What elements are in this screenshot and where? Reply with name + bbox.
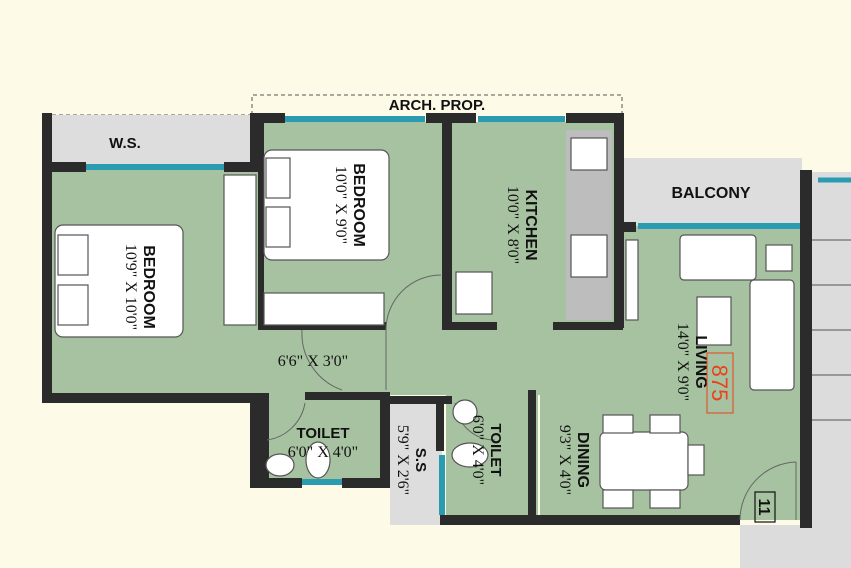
- chair-icon: [687, 444, 705, 476]
- bedroom2-name: BEDROOM: [350, 163, 367, 247]
- living-name: LIVING: [692, 335, 709, 388]
- chair-icon: [602, 489, 634, 509]
- lamp-icon: [765, 244, 793, 272]
- unit-number-box: [754, 491, 776, 523]
- area-value: 875: [707, 365, 732, 402]
- walls: [42, 113, 812, 528]
- bedroom2-label-group: BEDROOM 10'0" X 9'0": [332, 163, 367, 247]
- dining-size: 9'3" X 4'0": [556, 425, 573, 495]
- washbasin-icon: [265, 453, 295, 477]
- living-label-group: LIVING 14'0" X 9'0": [674, 323, 709, 401]
- tv-unit: [625, 239, 639, 321]
- pillow-icon: [57, 234, 89, 276]
- sofa-3seat: [749, 279, 795, 391]
- bedroom1-name: BEDROOM: [140, 245, 157, 329]
- wardrobe-2: [263, 292, 385, 326]
- ss-name: S.S: [412, 448, 429, 472]
- toilet1-size: 6'0" X 4'0": [288, 444, 358, 461]
- dining-table: [599, 431, 689, 491]
- chair-icon: [649, 489, 681, 509]
- unit-number-group: 11: [754, 491, 776, 523]
- unit-number: 11: [755, 499, 772, 516]
- wc-icon: [305, 441, 331, 479]
- toilet2-size: 6'0" X 4'0": [469, 415, 486, 485]
- side-table: [696, 296, 732, 346]
- kitchen-size: 10'0" X 8'0": [504, 186, 521, 264]
- bedroom1-label-group: BEDROOM 10'9" X 10'0": [122, 244, 157, 330]
- passage-size: 6'6" X 3'0": [278, 353, 348, 370]
- pillow-icon: [265, 206, 291, 248]
- fridge-icon: [455, 271, 493, 315]
- bedroom1-size: 10'9" X 10'0": [122, 244, 139, 330]
- living-size: 14'0" X 9'0": [674, 323, 691, 401]
- pillow-icon: [265, 157, 291, 199]
- kitchen-name: KITCHEN: [522, 189, 539, 260]
- wc-icon: [451, 442, 489, 468]
- furniture: [54, 137, 795, 509]
- area-label-group: 875: [706, 352, 734, 414]
- dining-label-group: DINING 9'3" X 4'0": [556, 425, 591, 495]
- ss-size: 5'9" X 2'6": [394, 425, 411, 495]
- chair-icon: [602, 414, 634, 434]
- pillow-icon: [57, 284, 89, 326]
- area-box: [706, 352, 734, 414]
- staircase-area: [740, 172, 851, 568]
- bed-2: [263, 149, 390, 261]
- dining-name: DINING: [574, 432, 591, 488]
- ws-area: [52, 115, 252, 165]
- sink-icon: [570, 137, 608, 171]
- wardrobe-1: [223, 174, 257, 326]
- ss-label-group: S.S 5'9" X 2'6": [394, 425, 429, 495]
- kitchen-label-group: KITCHEN 10'0" X 8'0": [504, 186, 539, 264]
- washbasin-icon: [452, 399, 478, 425]
- balcony-area: [622, 158, 802, 226]
- windows: [85, 116, 800, 515]
- ws-label: W.S.: [109, 135, 141, 152]
- arch-prop-label: ARCH. PROP.: [389, 97, 485, 114]
- toilet2-name: TOILET: [487, 423, 504, 476]
- stove-icon: [570, 234, 608, 278]
- toilet2-label-group: TOILET 6'0" X 4'0": [469, 415, 504, 485]
- bedroom2-size: 10'0" X 9'0": [332, 166, 349, 244]
- balcony-label: BALCONY: [671, 185, 750, 202]
- sofa-2seat: [679, 234, 757, 281]
- chair-icon: [649, 414, 681, 434]
- toilet1-name: TOILET: [296, 425, 349, 442]
- ss-area: [390, 400, 442, 525]
